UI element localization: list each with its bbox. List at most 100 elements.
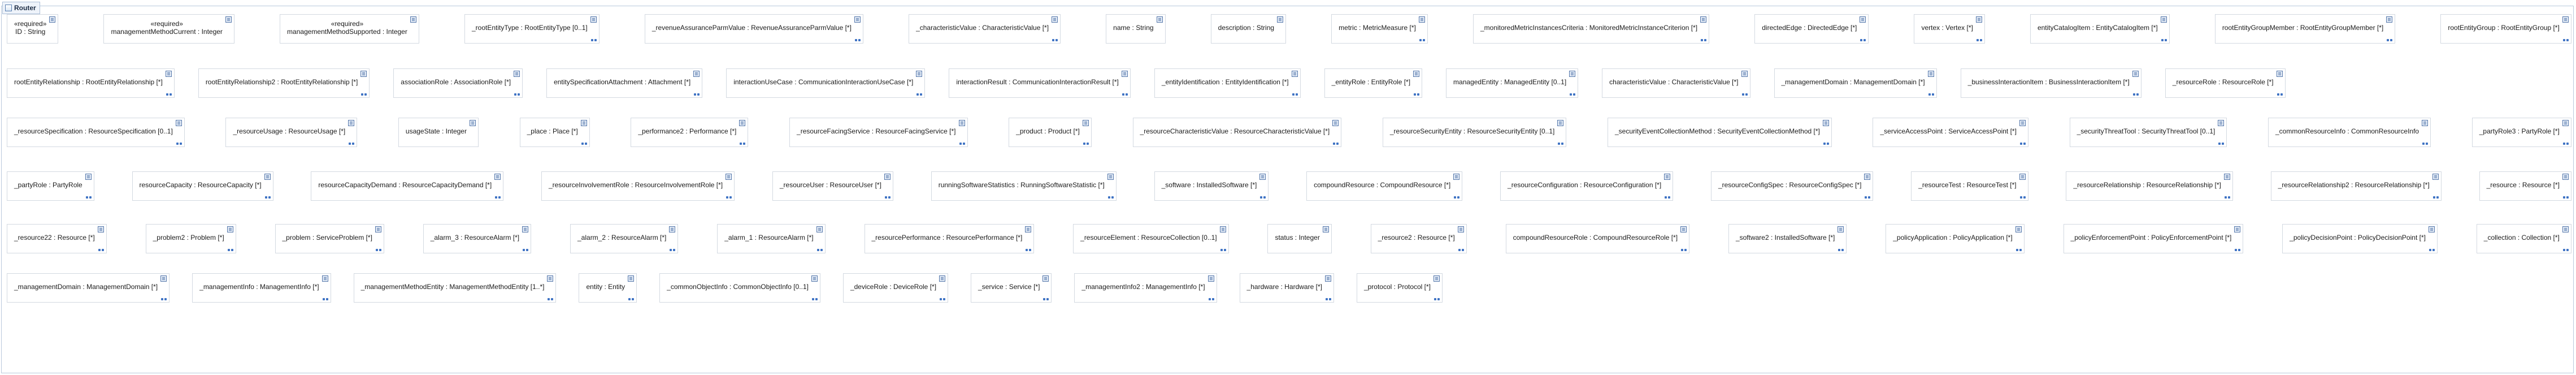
attribute-box[interactable]: _rootEntityType : RootEntityType [0..1] (464, 14, 600, 44)
attribute-box[interactable]: _problem : ServiceProblem [*] (275, 224, 384, 253)
attribute-box[interactable]: compoundResourceRole : CompoundResourceR… (1505, 224, 1690, 253)
multiplicity-icon (2235, 249, 2241, 251)
attribute-box[interactable]: _resourceUsage : ResourceUsage [*] (225, 118, 358, 147)
attribute-box[interactable]: _resourceRelationship : ResourceRelation… (2066, 171, 2233, 201)
attribute-box[interactable]: _product : Product [*] (1009, 118, 1092, 147)
attribute-box[interactable]: _entityIdentification : EntityIdentifica… (1154, 68, 1301, 98)
attribute-box[interactable]: _place : Place [*] (519, 118, 590, 147)
attribute-box[interactable]: entity : Entity (579, 273, 637, 303)
attribute-box[interactable]: _resource22 : Resource [*] (7, 224, 107, 253)
attribute-label: _securityThreatTool : SecurityThreatTool… (2077, 127, 2216, 135)
attribute-box[interactable]: runningSoftwareStatistics : RunningSoftw… (931, 171, 1117, 201)
attribute-box[interactable]: vertex : Vertex [*] (1914, 14, 1985, 44)
attribute-box[interactable]: _software : InstalledSoftware [*] (1154, 171, 1269, 201)
attribute-box[interactable]: _policyDecisionPoint : PolicyDecisionPoi… (2282, 224, 2438, 253)
attribute-label: _resourceElement : ResourceCollection [0… (1080, 234, 1217, 242)
multiplicity-icon (2432, 196, 2439, 199)
attribute-box[interactable]: _partyRole3 : PartyRole [*] (2471, 118, 2571, 147)
attribute-box[interactable]: resourceCapacityDemand : ResourceCapacit… (311, 171, 504, 201)
attribute-box[interactable]: interactionUseCase : CommunicationIntera… (726, 68, 926, 98)
attribute-box[interactable]: _entityRole : EntityRole [*] (1324, 68, 1423, 98)
attribute-label: usageState : Integer (405, 127, 467, 135)
attribute-box[interactable]: _resourceConfigSpec : ResourceConfigSpec… (1710, 171, 1874, 201)
attribute-box[interactable]: _resourceInvolvementRole : ResourceInvol… (541, 171, 735, 201)
attribute-box[interactable]: _hardware : Hardware [*] (1239, 273, 1334, 303)
attribute-box[interactable]: managedEntity : ManagedEntity [0..1] (1446, 68, 1579, 98)
multiplicity-icon (1419, 39, 1425, 41)
attribute-box[interactable]: _service : Service [*] (971, 273, 1052, 303)
attribute-box[interactable]: resourceCapacity : ResourceCapacity [*] (132, 171, 273, 201)
attribute-label: _resource : Resource [*] (2486, 181, 2560, 189)
attribute-box[interactable]: rootEntityGroupMember : RootEntityGroupM… (2214, 14, 2396, 44)
attribute-box[interactable]: status : Integer (1267, 224, 1332, 253)
attribute-box[interactable]: _resourceFacingService : ResourceFacingS… (789, 118, 968, 147)
attribute-box[interactable]: _alarm_2 : ResourceAlarm [*] (570, 224, 679, 253)
attribute-box[interactable]: _serviceAccessPoint : ServiceAccessPoint… (1873, 118, 2028, 147)
attribute-box[interactable]: _managementInfo : ManagementInfo [*] (192, 273, 331, 303)
attribute-box[interactable]: description : String (1210, 14, 1287, 44)
attribute-box[interactable]: _managementDomain : ManagementDomain [*] (7, 273, 170, 303)
attribute-type-icon (1837, 226, 1844, 232)
attribute-box[interactable]: _alarm_1 : ResourceAlarm [*] (717, 224, 826, 253)
attribute-box[interactable]: «required» managementMethodSupported : I… (280, 14, 419, 44)
attribute-box[interactable]: name : String (1106, 14, 1166, 44)
attribute-box[interactable]: _monitoredMetricInstancesCriteria : Moni… (1472, 14, 1710, 44)
attribute-box[interactable]: _policyEnforcementPoint : PolicyEnforcem… (2063, 224, 2244, 253)
attribute-box[interactable]: rootEntityRelationship2 : RootEntityRela… (198, 68, 370, 98)
attribute-box[interactable]: compoundResource : CompoundResource [*] (1306, 171, 1463, 201)
attribute-box[interactable]: _protocol : Protocol [*] (1356, 273, 1443, 303)
attribute-label: _hardware : Hardware [*] (1246, 283, 1322, 291)
attribute-box[interactable]: _resourceCharacteristicValue : ResourceC… (1132, 118, 1342, 147)
attribute-box[interactable]: metric : MetricMeasure [*] (1331, 14, 1428, 44)
attribute-label: _characteristicValue : CharacteristicVal… (916, 24, 1049, 32)
attribute-label: _resourceFacingService : ResourceFacingS… (797, 127, 956, 135)
attribute-box[interactable]: entityCatalogItem : EntityCatalogItem [*… (2030, 14, 2170, 44)
attribute-label: _rootEntityType : RootEntityType [0..1] (471, 24, 588, 32)
attribute-label: _managementDomain : ManagementDomain [*] (1781, 78, 1925, 86)
attribute-type-icon (1453, 174, 1460, 180)
attribute-box[interactable]: rootEntityRelationship : RootEntityRelat… (7, 68, 175, 98)
attribute-box[interactable]: _characteristicValue : CharacteristicVal… (909, 14, 1061, 44)
router-class-title-tab[interactable]: Router (2, 2, 40, 14)
attribute-box[interactable]: _managementDomain : ManagementDomain [*] (1774, 68, 1937, 98)
attribute-box[interactable]: _commonObjectInfo : CommonObjectInfo [0.… (659, 273, 820, 303)
attribute-box[interactable]: _commonResourceInfo : CommonResourceInfo (2267, 118, 2431, 147)
attribute-box[interactable]: _resourceElement : ResourceCollection [0… (1073, 224, 1229, 253)
attribute-box[interactable]: _revenueAssuranceParmValue : RevenueAssu… (644, 14, 863, 44)
attribute-box[interactable]: _performance2 : Performance [*] (631, 118, 749, 147)
attribute-box[interactable]: _policyApplication : PolicyApplication [… (1886, 224, 2025, 253)
attribute-box[interactable]: _managementMethodEntity : ManagementMeth… (353, 273, 557, 303)
attribute-box[interactable]: _resourceSecurityEntity : ResourceSecuri… (1382, 118, 1567, 147)
attribute-label: _software2 : InstalledSoftware [*] (1735, 234, 1835, 242)
attribute-box[interactable]: _resource2 : Resource [*] (1370, 224, 1467, 253)
attribute-box[interactable]: _partyRole : PartyRole (7, 171, 94, 201)
attribute-box[interactable]: _resourceUser : ResourceUser [*] (772, 171, 893, 201)
attribute-box[interactable]: usageState : Integer (398, 118, 479, 147)
attribute-box[interactable]: _resourceTest : ResourceTest [*] (1911, 171, 2028, 201)
attribute-box[interactable]: _businessInteractionItem : BusinessInter… (1960, 68, 2141, 98)
attribute-box[interactable]: _collection : Collection [*] (2476, 224, 2571, 253)
attribute-box[interactable]: _securityEventCollectionMethod : Securit… (1607, 118, 1832, 147)
attribute-box[interactable]: rootEntityGroup : RootEntityGroup [*] (2440, 14, 2571, 44)
attribute-box[interactable]: entitySpecificationAttachment : Attachme… (546, 68, 703, 98)
attribute-box[interactable]: _resource : Resource [*] (2479, 171, 2571, 201)
multiplicity-icon (1052, 39, 1058, 41)
attribute-box[interactable]: interactionResult : CommunicationInterac… (949, 68, 1131, 98)
attribute-box[interactable]: _alarm_3 : ResourceAlarm [*] (423, 224, 532, 253)
attribute-box[interactable]: _deviceRole : DeviceRole [*] (842, 273, 949, 303)
attribute-box[interactable]: «required» managementMethodCurrent : Int… (103, 14, 234, 44)
attribute-box[interactable]: _resourcePerformance : ResourcePerforman… (864, 224, 1035, 253)
attribute-box[interactable]: _securityThreatTool : SecurityThreatTool… (2069, 118, 2227, 147)
attribute-box[interactable]: _resourceSpecification : ResourceSpecifi… (7, 118, 185, 147)
attribute-box[interactable]: «required» ID : String (7, 14, 59, 44)
attribute-box[interactable]: _resourceConfiguration : ResourceConfigu… (1500, 171, 1674, 201)
attribute-box[interactable]: characteristicValue : CharacteristicValu… (1602, 68, 1750, 98)
attribute-box[interactable]: _software2 : InstalledSoftware [*] (1728, 224, 1847, 253)
attribute-box[interactable]: _resourceRelationship2 : ResourceRelatio… (2270, 171, 2442, 201)
attribute-box[interactable]: associationRole : AssociationRole [*] (393, 68, 523, 98)
attribute-box[interactable]: _managementInfo2 : ManagementInfo [*] (1074, 273, 1217, 303)
attribute-box[interactable]: _problem2 : Problem [*] (145, 224, 236, 253)
attribute-box[interactable]: directedEdge : DirectedEdge [*] (1754, 14, 1869, 44)
attribute-box[interactable]: _resourceRole : ResourceRole [*] (2165, 68, 2286, 98)
attribute-row: _partyRole : PartyRole resourceCapacity :… (7, 170, 2571, 202)
